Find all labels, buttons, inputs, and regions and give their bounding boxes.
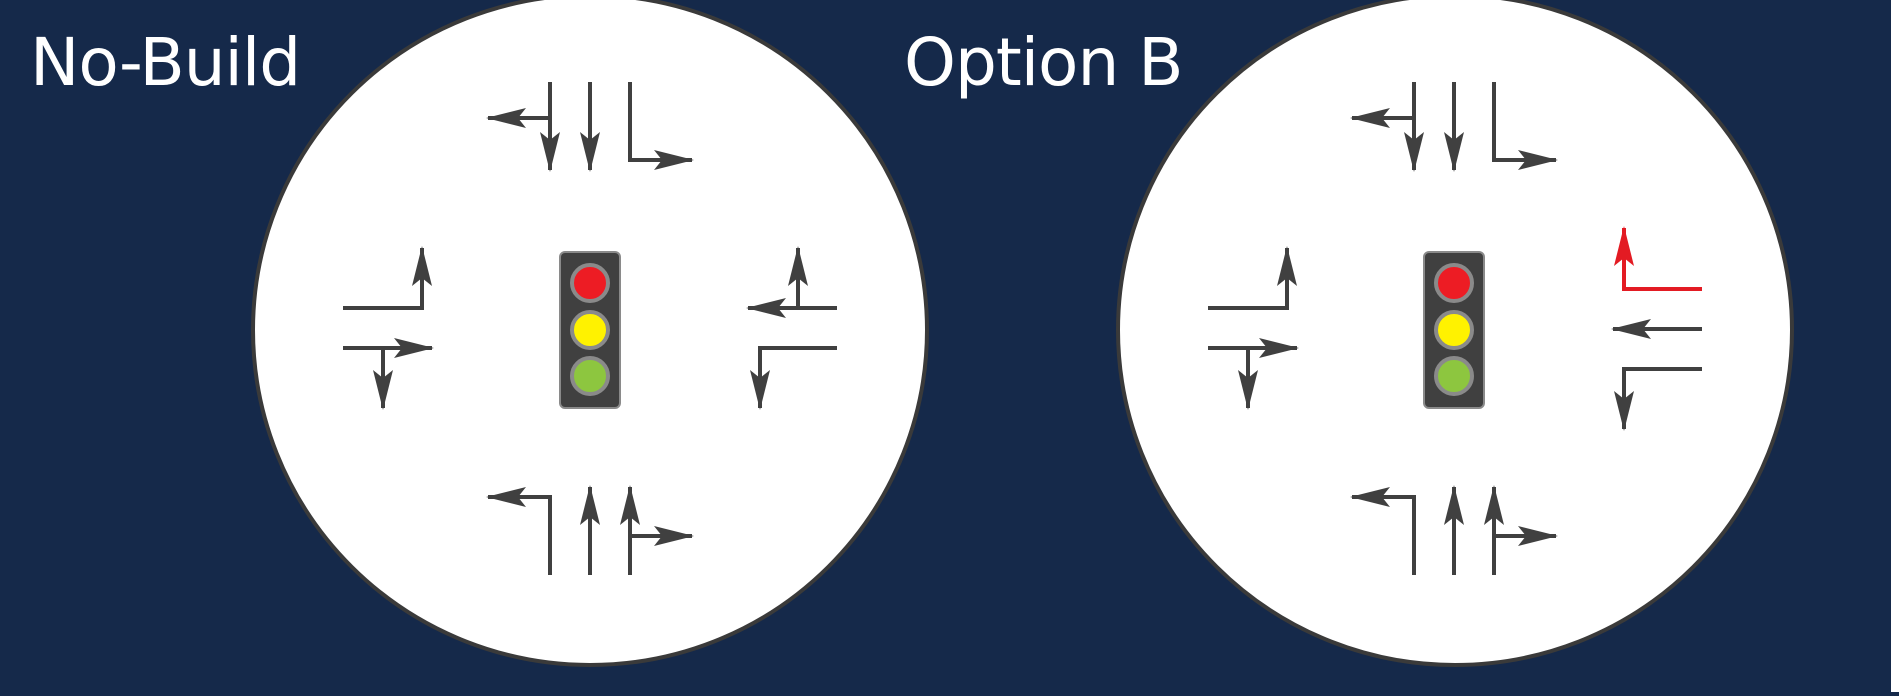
slide-edge <box>1891 0 1899 692</box>
lane-arrow-icon <box>1350 487 1416 575</box>
signal-yellow-light <box>570 310 610 350</box>
lane-arrow-icon <box>1208 246 1297 310</box>
signal-red-light <box>570 263 610 303</box>
new-left-turn-arrow-icon <box>1614 226 1702 291</box>
traffic-signal-icon <box>1423 251 1485 409</box>
signal-red-light <box>1434 263 1474 303</box>
eastbound-approach <box>1208 246 1299 410</box>
southbound-approach <box>1350 82 1558 172</box>
lane-arrow-icon <box>1614 367 1702 431</box>
lane-arrow-icon <box>1492 82 1558 170</box>
lane-arrow-icon <box>750 346 837 410</box>
signal-yellow-light <box>1434 310 1474 350</box>
lane-arrow-icon <box>343 246 432 310</box>
signal-green-light <box>570 356 610 396</box>
lane-arrow-icon <box>628 82 694 170</box>
no-build-panel <box>251 0 929 667</box>
northbound-approach <box>1350 485 1558 575</box>
panel-title-no-build: No-Build <box>30 24 301 101</box>
signal-green-light <box>1434 356 1474 396</box>
westbound-approach <box>1611 226 1702 431</box>
northbound-approach <box>486 485 694 575</box>
panel-title-option-b: Option B <box>904 24 1184 101</box>
traffic-signal-icon <box>559 251 621 409</box>
lane-arrow-icon <box>486 487 552 575</box>
southbound-approach <box>486 82 694 172</box>
eastbound-approach <box>343 246 434 410</box>
option-b-panel <box>1116 0 1794 667</box>
westbound-approach <box>746 246 837 410</box>
